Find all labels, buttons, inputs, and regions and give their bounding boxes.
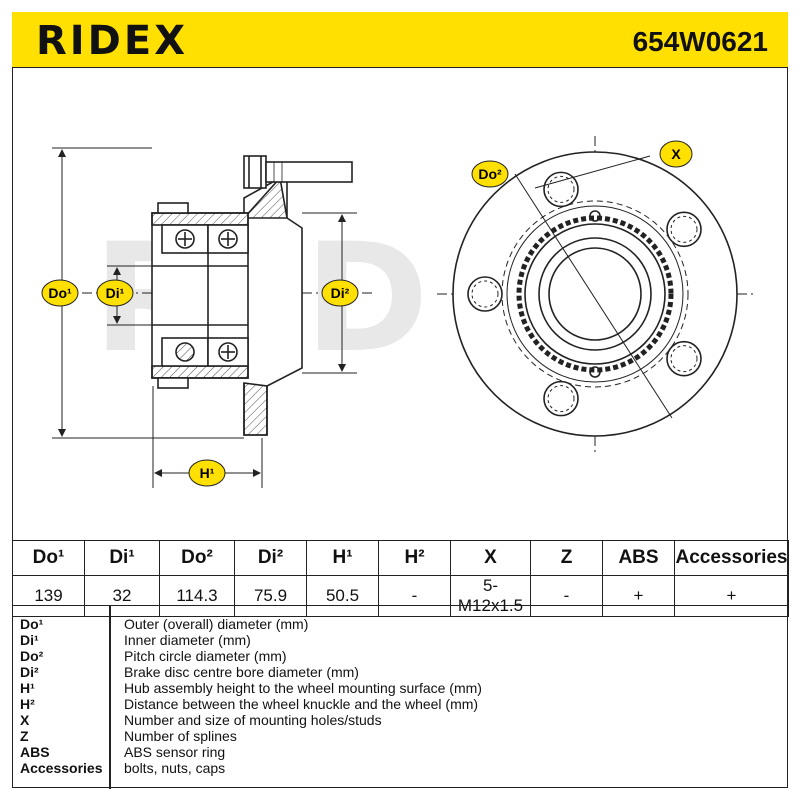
stud-hole-thread [471,280,499,308]
legend-term: Z [20,728,29,744]
stud-hole-thread [547,175,575,203]
legend-row: Do² Pitch circle diameter (mm) [12,648,788,664]
svg-text:H¹: H¹ [200,465,215,481]
legend-definition: ABS sensor ring [124,744,226,760]
legend-definition: Pitch circle diameter (mm) [124,648,287,664]
legend-row: X Number and size of mounting holes/stud… [12,712,788,728]
spec-header: Di¹ [84,540,160,576]
legend-divider [109,606,111,789]
spec-value: 50.5 [306,575,379,617]
label-h1: H¹ [188,459,226,487]
legend-term: H² [20,696,35,712]
legend-term: Di¹ [20,632,39,648]
stud-hole [543,380,579,417]
legend-row: Z Number of splines [12,728,788,744]
legend-term: Do¹ [20,616,44,632]
legend-row: Accessories bolts, nuts, caps [12,760,788,776]
spec-header: X [450,540,531,576]
spec-value: 114.3 [159,575,235,617]
legend-term: H¹ [20,680,35,696]
spec-value: 75.9 [234,575,307,617]
legend-row: Di¹ Inner diameter (mm) [12,632,788,648]
spec-value: + [602,575,675,617]
drawing-canvas: RIDEX [41,136,757,488]
legend-definition: Outer (overall) diameter (mm) [124,616,309,632]
spec-value: 32 [84,575,160,617]
spec-value: - [530,575,603,617]
legend-row: ABS ABS sensor ring [12,744,788,760]
svg-text:Di²: Di² [331,285,350,301]
spec-header: ABS [602,540,675,576]
legend-definition: bolts, nuts, caps [124,760,226,776]
side-view [82,155,372,436]
label-do1: Do¹ [41,279,79,307]
legend-term: ABS [20,744,50,760]
legend-term: X [20,712,30,728]
part-number: 654W0621 [632,26,768,57]
legend-definition: Inner diameter (mm) [124,632,251,648]
svg-text:Di¹: Di¹ [106,285,125,301]
legend-row: Do¹ Outer (overall) diameter (mm) [12,616,788,632]
legend-row: H² Distance between the wheel knuckle an… [12,696,788,712]
spec-header: Do² [159,540,235,576]
spec-header: Do¹ [12,540,85,576]
brand-logo: RIDEX [36,18,189,64]
label-di1: Di¹ [96,279,134,307]
label-di2: Di² [321,279,359,307]
svg-text:Do²: Do² [478,166,502,182]
stud-hole [467,276,503,312]
legend-row: H¹ Hub assembly height to the wheel moun… [12,680,788,696]
header-bar: RIDEX 654W0621 [12,12,788,68]
front-view [437,136,757,452]
spec-value: + [674,575,789,617]
spec-value-row: 139 32 114.3 75.9 50.5 - 5-M12x1.5 - + + [12,575,789,617]
spec-header: Z [530,540,603,576]
svg-text:X: X [671,146,681,162]
legend-term: Accessories [20,760,103,776]
legend-term: Di² [20,664,39,680]
legend-definition: Number and size of mounting holes/studs [124,712,382,728]
stud-hole [543,171,579,208]
legend: Do¹ Outer (overall) diameter (mm) Di¹ In… [12,605,788,789]
legend-definition: Hub assembly height to the wheel mountin… [124,680,482,696]
legend-row: Di² Brake disc centre bore diameter (mm) [12,664,788,680]
stud-hole-thread [670,215,698,243]
svg-text:Do¹: Do¹ [48,285,72,301]
spec-header: H² [378,540,451,576]
stud-hole [666,211,702,248]
stud-hole-thread [670,345,698,373]
stud-hole-thread [547,385,575,413]
label-do2: Do² [471,160,509,188]
spec-table: Do¹ Di¹ Do² Di² H¹ H² X Z ABS Accessorie… [12,540,789,617]
legend-definition: Distance between the wheel knuckle and t… [124,696,479,712]
stud-hole [666,340,702,377]
spec-value: - [378,575,451,617]
spec-header-row: Do¹ Di¹ Do² Di² H¹ H² X Z ABS Accessorie… [12,540,789,576]
spec-header: H¹ [306,540,379,576]
spec-header: Accessories [674,540,789,576]
technical-drawing: RIDEX [12,68,788,540]
spec-header: Di² [234,540,307,576]
legend-definition: Number of splines [124,728,237,744]
label-x: X [659,140,693,168]
legend-term: Do² [20,648,44,664]
legend-definition: Brake disc centre bore diameter (mm) [124,664,359,680]
spec-value: 139 [12,575,85,617]
